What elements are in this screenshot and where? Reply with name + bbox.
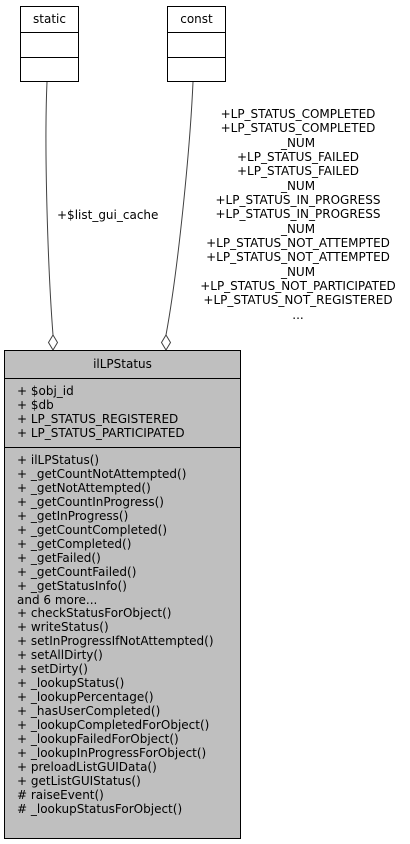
const-box-methods <box>168 57 225 81</box>
class-method: + _getCountInProgress() <box>17 494 164 509</box>
class-method: + _getCountNotAttempted() <box>17 466 187 481</box>
static-box-attributes <box>21 32 78 57</box>
class-title: ilLPStatus <box>93 357 152 371</box>
static-association-line <box>45 81 54 336</box>
class-method: + setDirty() <box>17 662 88 677</box>
class-method: # raiseEvent() <box>17 787 104 802</box>
class-method: + setInProgressIfNotAttempted() <box>17 634 214 649</box>
class-method: + _lookupInProgressForObject() <box>17 746 207 761</box>
class-method: + _getStatusInfo() <box>17 578 127 593</box>
const-edge-label-line: _NUM <box>280 264 316 279</box>
const-edge-label-line: +LP_STATUS_IN_PROGRESS <box>215 207 381 222</box>
class-method: + checkStatusForObject() <box>17 606 172 621</box>
class-method: + _hasUserCompleted() <box>17 704 161 719</box>
const-edge-label-line: +LP_STATUS_NOT_REGISTERED <box>203 293 393 308</box>
class-attributes: + $obj_id+ $db+ LP_STATUS_REGISTERED+ LP… <box>5 378 240 447</box>
const-edge-labels: +LP_STATUS_COMPLETED+LP_STATUS_COMPLETED… <box>188 107 408 322</box>
class-methods: + ilLPStatus()+ _getCountNotAttempted()+… <box>5 447 240 840</box>
static-class-box: static <box>20 6 79 82</box>
static-box-title: static <box>33 12 66 26</box>
class-method: + _lookupCompletedForObject() <box>17 718 210 733</box>
const-box-title: const <box>180 12 213 26</box>
static-box-methods <box>21 57 78 81</box>
const-association-line <box>165 81 194 336</box>
class-method: + _getCompleted() <box>17 536 132 551</box>
const-edge-label-line: +LP_STATUS_NOT_ATTEMPTED <box>206 250 390 265</box>
class-method: + _getCountCompleted() <box>17 522 168 537</box>
class-method: + _getCountFailed() <box>17 564 137 579</box>
const-box-attributes <box>168 32 225 57</box>
static-aggregation-diamond <box>47 334 59 351</box>
class-method: + _getInProgress() <box>17 508 129 523</box>
class-method: + _lookupFailedForObject() <box>17 732 179 747</box>
class-attribute: + LP_STATUS_PARTICIPATED <box>17 425 185 440</box>
const-aggregation-diamond <box>160 334 172 351</box>
class-method: + getListGUIStatus() <box>17 773 141 788</box>
const-edge-label-line: +LP_STATUS_COMPLETED <box>220 121 376 136</box>
const-edge-label-line: _NUM <box>280 135 316 150</box>
class-method: + _lookupPercentage() <box>17 690 154 705</box>
const-edge-label-line: +LP_STATUS_FAILED <box>236 149 360 164</box>
const-edge-label-line: _NUM <box>280 178 316 193</box>
class-method: + ilLPStatus() <box>17 453 100 467</box>
class-method: # _lookupStatusForObject() <box>17 801 183 816</box>
class-method: + setAllDirty() <box>17 648 103 663</box>
const-edge-label-line: _NUM <box>280 221 316 236</box>
class-box-illpstatus: ilLPStatus + $obj_id+ $db+ LP_STATUS_REG… <box>4 350 241 839</box>
class-attribute: + $obj_id <box>17 384 74 398</box>
class-attribute: + LP_STATUS_REGISTERED <box>17 411 179 426</box>
const-edge-label-line: ... <box>292 307 304 322</box>
const-class-box: const <box>167 6 226 82</box>
class-method: + _getFailed() <box>17 550 101 565</box>
class-method: + writeStatus() <box>17 620 109 635</box>
class-method: + _getNotAttempted() <box>17 480 151 495</box>
const-edge-label-line: +LP_STATUS_NOT_ATTEMPTED <box>206 235 390 250</box>
class-method: + _lookupStatus() <box>17 676 125 691</box>
class-method: + preloadListGUIData() <box>17 759 157 774</box>
class-attribute: + $db <box>17 397 54 412</box>
const-edge-label-line: +LP_STATUS_IN_PROGRESS <box>215 192 381 207</box>
static-edge-label: +$list_gui_cache <box>57 208 159 222</box>
const-edge-label-line: +LP_STATUS_NOT_PARTICIPATED <box>200 278 396 293</box>
const-edge-label-line: +LP_STATUS_FAILED <box>236 164 360 179</box>
class-method: and 6 more... <box>17 592 98 607</box>
const-edge-label-line: +LP_STATUS_COMPLETED <box>220 107 376 121</box>
